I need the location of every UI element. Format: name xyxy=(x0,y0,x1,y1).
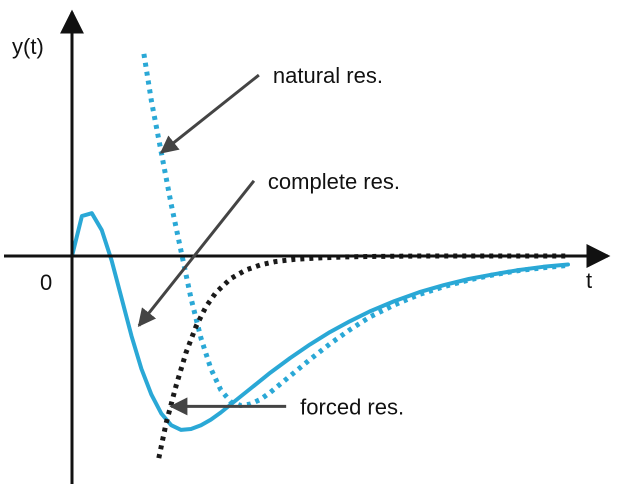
series-natural-res-line xyxy=(141,53,569,408)
origin-label: 0 xyxy=(40,270,52,295)
annotation-layer: natural res. complete res. forced res. xyxy=(137,63,404,419)
series-forced-res-line xyxy=(156,253,568,459)
annotation-label-complete-res: complete res. xyxy=(268,169,400,194)
x-axis-label: t xyxy=(586,268,592,293)
y-axis-label: y(t) xyxy=(12,34,44,59)
annotation-arrow-natural-res xyxy=(159,73,260,154)
annotation-label-natural-res: natural res. xyxy=(273,63,383,88)
annotation-arrow-complete-res xyxy=(137,179,256,327)
annotation-label-forced-res: forced res. xyxy=(300,394,404,419)
